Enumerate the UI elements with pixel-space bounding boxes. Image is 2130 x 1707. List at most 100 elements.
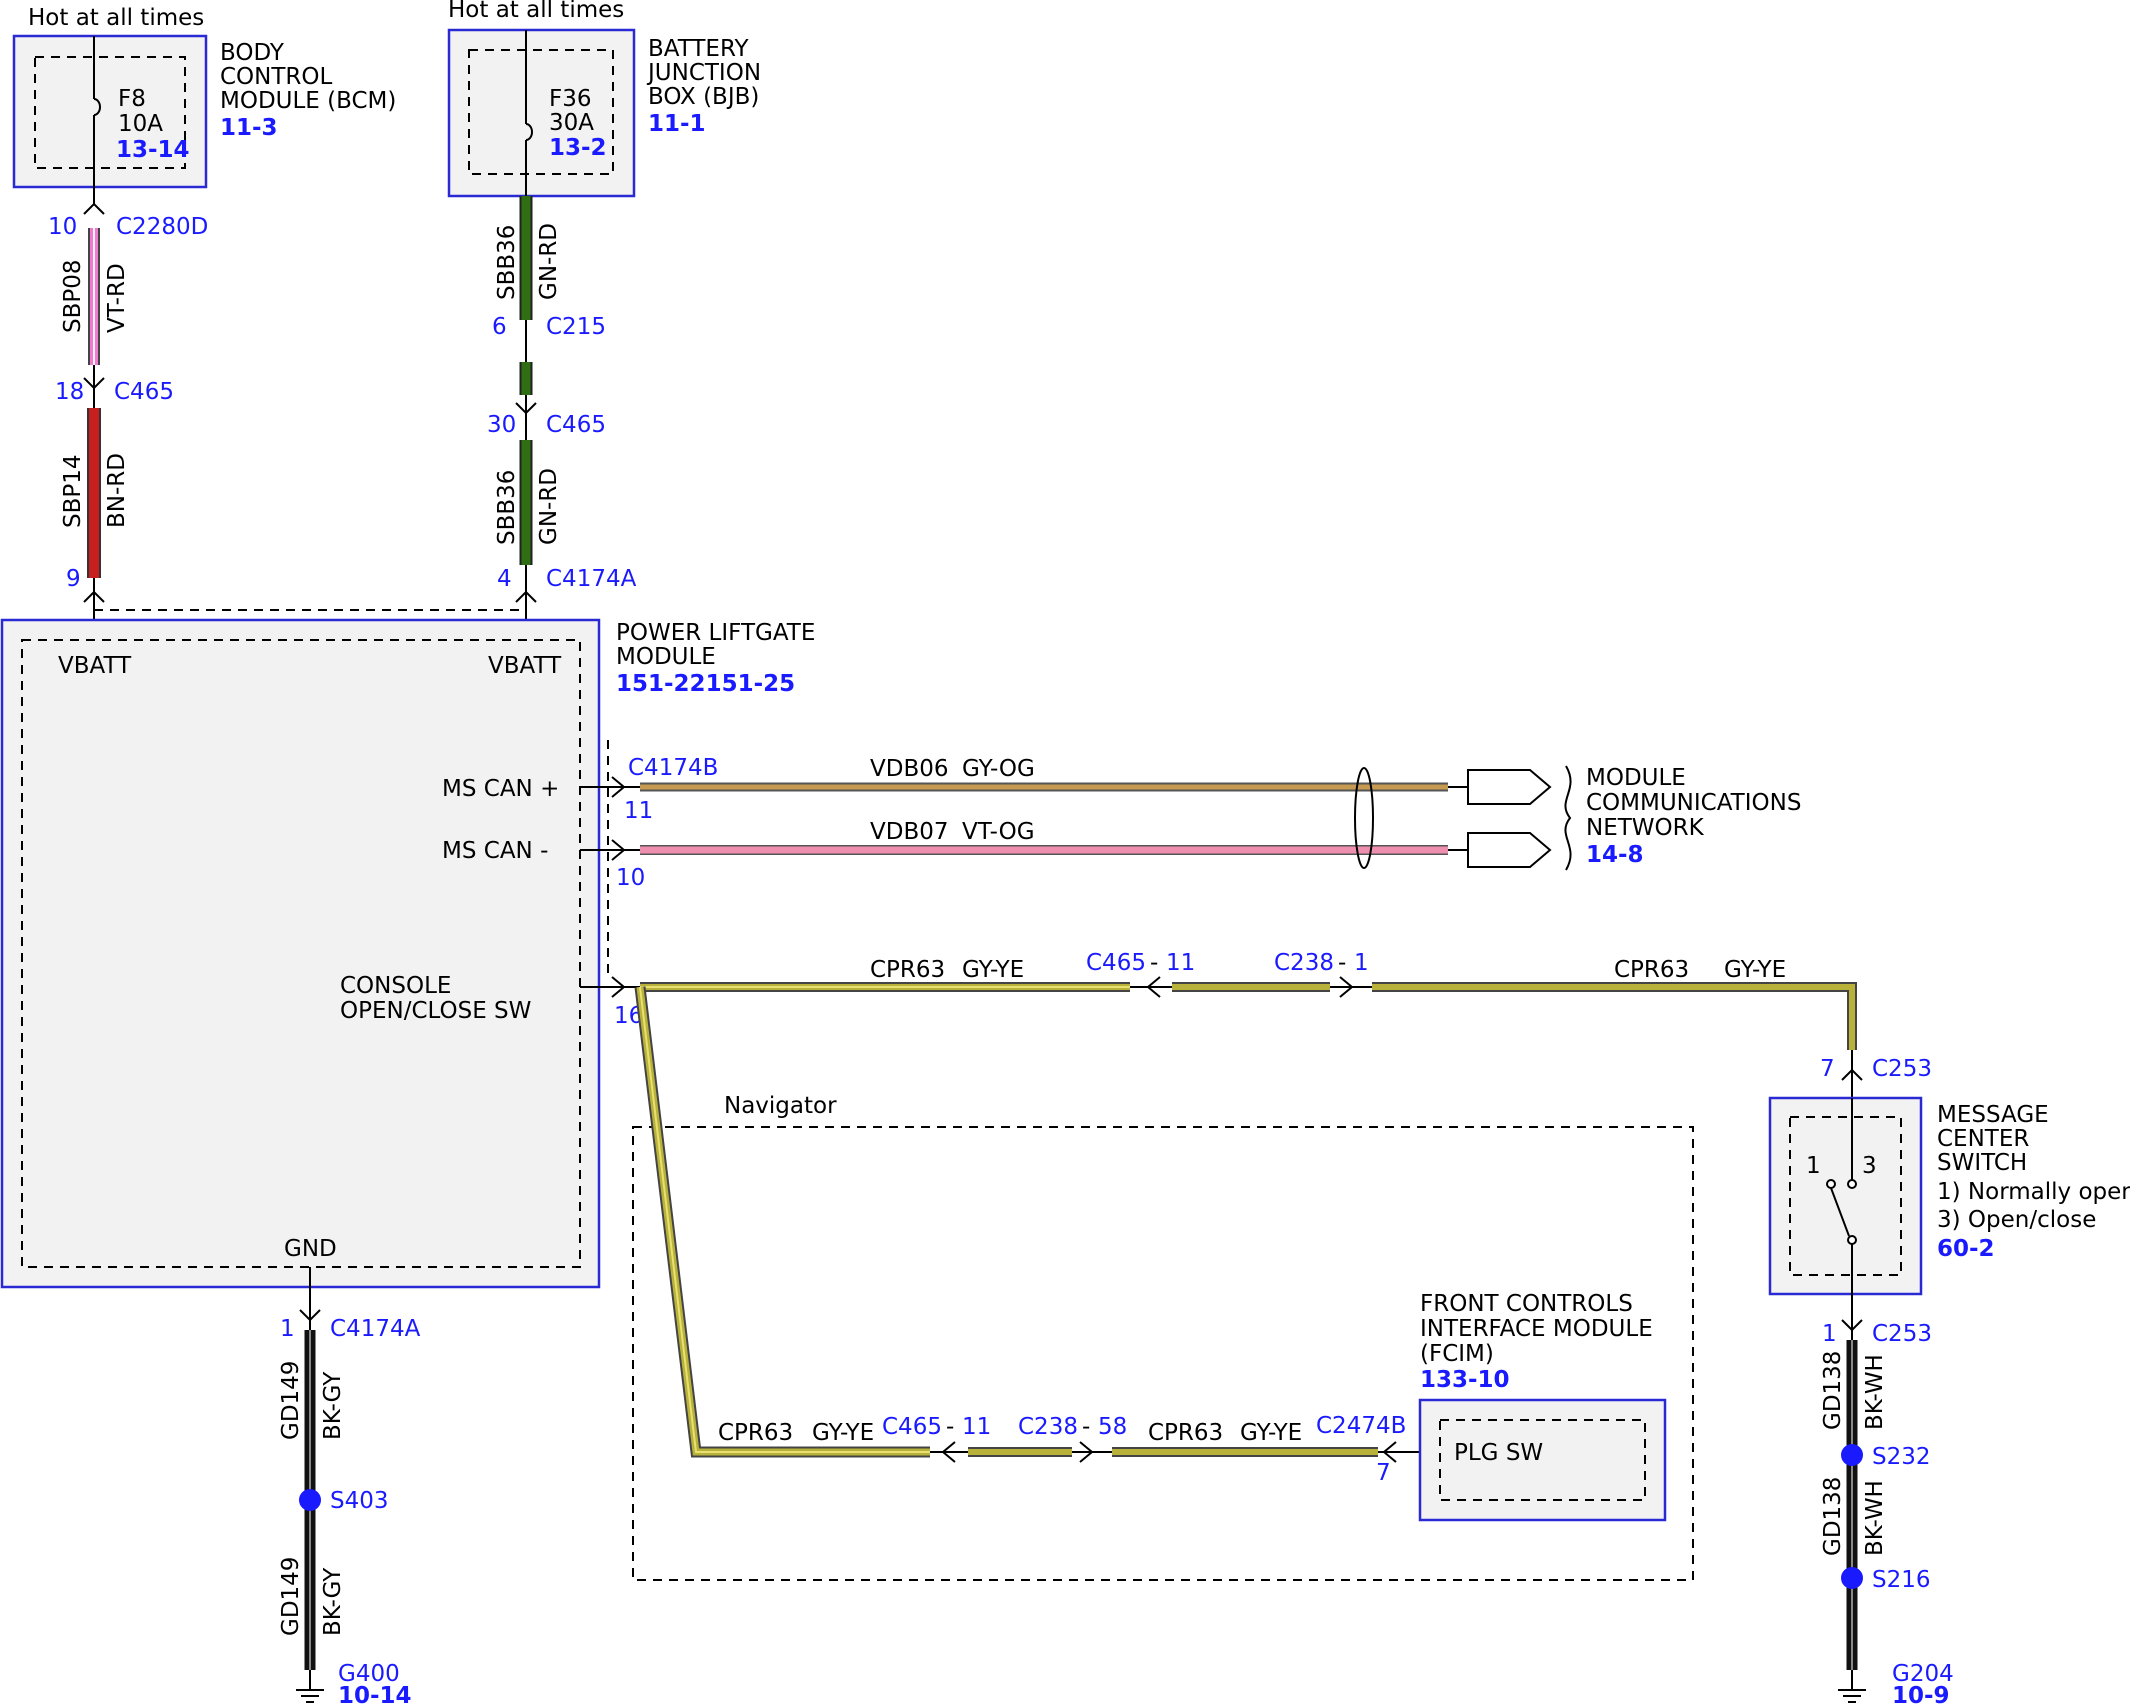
plgm-console-2: OPEN/CLOSE SW: [340, 998, 531, 1024]
navigator-label: Navigator: [724, 1093, 837, 1119]
bjb-supply-label: Hot at all times: [448, 0, 624, 23]
bjb-ref: 11-1: [648, 111, 706, 137]
msg-switch-pos3: 3: [1862, 1153, 1877, 1179]
c4174a-pin1-icon: [299, 1309, 321, 1322]
bcm-fuse-ref: 13-14: [116, 137, 190, 163]
wire-cpr63-nav-outline: [634, 986, 930, 1458]
console-pin16-icon: [611, 976, 626, 998]
bcm-title-3: MODULE (BCM): [220, 88, 396, 114]
splice-s216-icon: [1841, 1567, 1863, 1589]
plgm-ref: 151-22151-25: [616, 671, 795, 697]
msg-switch-box: [1768, 1096, 1923, 1296]
navigator-group: Navigator CPR63 GY-YE C465 - 11 C238 - 5…: [632, 986, 1694, 1581]
ground-g400-ref: 10-14: [338, 1683, 412, 1707]
can-plus-network-arrow-icon: [1467, 769, 1552, 805]
bcm-inner-box: [34, 56, 186, 169]
msg-switch-contact-3: [1847, 1179, 1857, 1189]
network-brace-icon: [1564, 765, 1572, 871]
c2280d-connector-icon: [83, 202, 105, 215]
c465-nav-pin: 11: [962, 1414, 991, 1440]
twisted-pair-icon: [1354, 767, 1374, 869]
wire-gd138-lower-circuit: GD138: [1820, 1477, 1846, 1556]
plgm-gnd: GND: [284, 1236, 337, 1262]
c465-console-label: C465: [1086, 950, 1146, 976]
wire-vdb07-circuit: VDB07: [870, 819, 949, 845]
bjb-pin1: 6: [492, 314, 507, 340]
c465-nav-dash: -: [946, 1414, 954, 1440]
msg-switch-title-3: SWITCH: [1937, 1150, 2027, 1176]
wire-gd138-upper-color: BK-WH: [1862, 1354, 1888, 1430]
c4174b-label: C4174B: [628, 755, 718, 781]
wire-gd149-lower-color: BK-GY: [320, 1567, 346, 1636]
can-minus-network-arrow-icon: [1467, 832, 1552, 868]
c238-nav-label: C238: [1018, 1414, 1078, 1440]
msg-switch-blade: [1830, 1187, 1850, 1237]
gnd-pin: 1: [280, 1316, 295, 1342]
wire-gd138-lower-color: BK-WH: [1862, 1480, 1888, 1556]
wire-gd149-lower-circuit: GD149: [278, 1557, 304, 1636]
plgm-vbatt-left: VBATT: [58, 653, 132, 679]
bcm-supply-label: Hot at all times: [28, 5, 204, 31]
wire-cpr63-nav-stripe: [639, 986, 930, 1453]
wire-sbb36-upper-circuit: SBB36: [494, 225, 520, 300]
c4174b-minus-icon: [611, 839, 626, 861]
wire-gd149-upper-color: BK-GY: [320, 1371, 346, 1440]
bcm-pin-bottom: 9: [66, 566, 81, 592]
c4174b-plus-icon: [611, 776, 626, 798]
c465-bcm-label: C465: [114, 379, 174, 405]
bcm-fuse-rating: 10A: [118, 111, 163, 137]
fcim-ref: 133-10: [1420, 1367, 1510, 1393]
console-circuit-group: 16 CPR63 GY-YE C465 - 11 C238 - 1 CPR63 …: [580, 950, 1857, 1050]
msg-switch-ref: 60-2: [1937, 1236, 1995, 1262]
wire-sbb36-lower-color: GN-RD: [536, 468, 562, 545]
splice-s403-icon: [299, 1489, 321, 1511]
bcm-box: [12, 34, 208, 189]
splice-s216-label: S216: [1872, 1567, 1931, 1593]
msg-pin-bottom: 1: [1822, 1321, 1837, 1347]
ground-left-group: 1 C4174A GD149 BK-GY S403 GD149 BK-GY G4…: [278, 1267, 421, 1707]
bcm-pin-mid: 18: [55, 379, 84, 405]
ground-g204-icon: [1838, 1670, 1866, 1703]
wire-cpr63-nav-circuit: CPR63: [718, 1420, 793, 1446]
bjb-box: [447, 28, 636, 198]
msg-switch-inner-box: [1789, 1116, 1902, 1276]
c465-console-dash: -: [1150, 950, 1158, 976]
bjb-title-1: BATTERY: [648, 36, 749, 62]
wire-sbp14-color: BN-RD: [104, 453, 130, 528]
wire-cpr63-right-outline: [1372, 982, 1857, 1050]
network-title-1: MODULE: [1586, 765, 1686, 791]
bjb-pin3: 4: [497, 566, 512, 592]
bcm-fuse-icon: [93, 98, 101, 116]
msg-switch-contact-1: [1826, 1179, 1836, 1189]
wire-sbp14-circuit: SBP14: [60, 454, 86, 528]
wire-sbb36-lower-circuit: SBB36: [494, 470, 520, 545]
wire-vdb06-color: GY-OG: [962, 756, 1035, 782]
can-pin-plus: 11: [624, 798, 653, 824]
c253-bottom-label: C253: [1872, 1321, 1932, 1347]
c4174a-top-label: C4174A: [546, 566, 637, 592]
wire-sbp08-circuit: SBP08: [60, 259, 86, 333]
bjb-fuse-icon: [525, 123, 533, 141]
wire-cpr63-right-circuit: CPR63: [1614, 957, 1689, 983]
c4174a-pin9-icon: [83, 590, 105, 603]
c238-console-pin: 1: [1354, 950, 1369, 976]
c2474b-label: C2474B: [1316, 1413, 1406, 1439]
can-pin-minus: 10: [616, 865, 645, 891]
ground-g204-ref: 10-9: [1892, 1683, 1950, 1707]
wire-cpr63-right-color: GY-YE: [1724, 957, 1786, 983]
wire-sbb36-upper-color: GN-RD: [536, 223, 562, 300]
bjb-title-3: BOX (BJB): [648, 84, 759, 110]
wire-cpr63-fcim-color: GY-YE: [1240, 1420, 1302, 1446]
msg-pin-top: 7: [1820, 1056, 1835, 1082]
wire-sbp08-color: VT-RD: [104, 263, 130, 333]
plgm-can-plus: MS CAN +: [442, 776, 559, 802]
c238-nav-pin: 58: [1098, 1414, 1127, 1440]
plgm-title-1: POWER LIFTGATE: [616, 620, 815, 646]
ground-g204-label: G204: [1892, 1661, 1954, 1687]
wire-cpr63-top-circuit: CPR63: [870, 957, 945, 983]
msg-switch-note1: 1) Normally open: [1937, 1179, 2130, 1205]
wire-gd138-upper-circuit: GD138: [1820, 1351, 1846, 1430]
splice-s232-icon: [1841, 1444, 1863, 1466]
network-ref: 14-8: [1586, 842, 1644, 868]
